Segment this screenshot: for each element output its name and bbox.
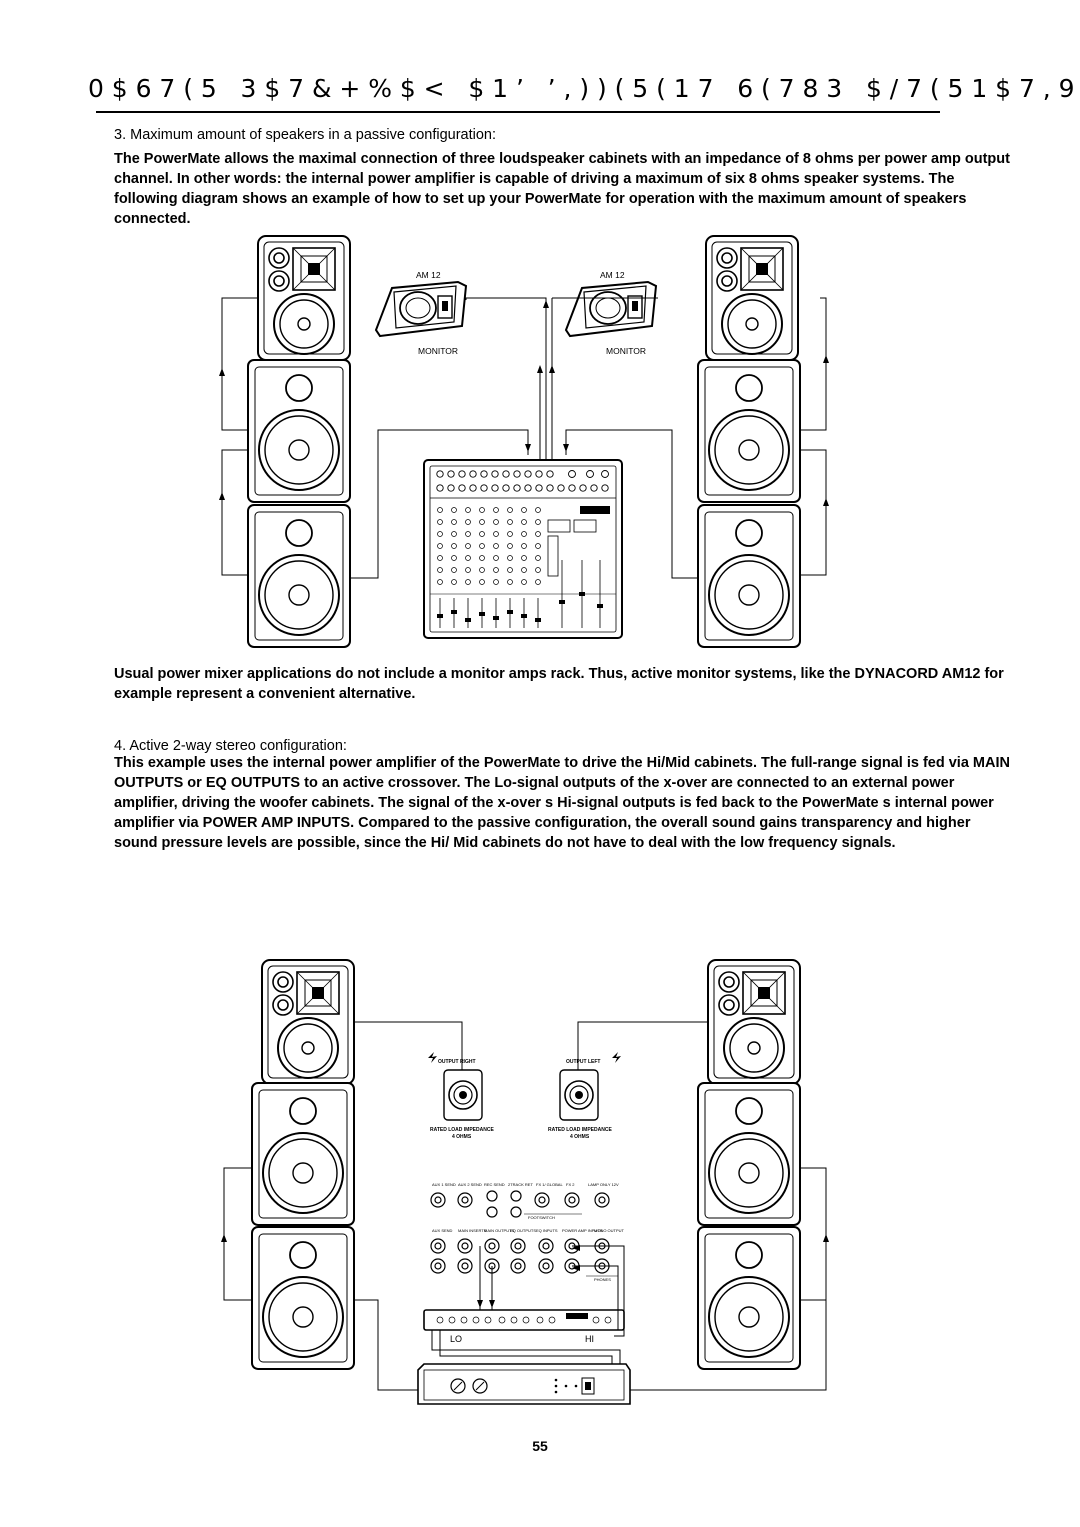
ohms-right: 4 OHMS bbox=[452, 1134, 472, 1140]
label-aux2: AUX 2 SEND bbox=[458, 1182, 482, 1187]
label-power-amp-inputs: POWER AMP INPUTS bbox=[562, 1228, 603, 1233]
speaker-woofer-right-2b bbox=[697, 1226, 801, 1370]
speaker-woofer-left-1 bbox=[247, 359, 351, 503]
monitor-right-label: MONITOR bbox=[606, 346, 646, 356]
speaker-woofer-right-2a bbox=[697, 1082, 801, 1226]
rated-load-left: RATED LOAD IMPEDANCE bbox=[548, 1127, 612, 1133]
label-phones: PHONES bbox=[594, 1277, 611, 1282]
label-aux1: AUX 1 SEND bbox=[432, 1182, 456, 1187]
label-rec-send: REC SEND bbox=[484, 1182, 505, 1187]
label-2track: 2TRACK RET bbox=[508, 1182, 533, 1187]
power-mixer bbox=[423, 459, 623, 639]
speaker-top-left bbox=[257, 235, 351, 361]
crossover-unit: LO HI bbox=[423, 1309, 625, 1344]
speaker-woofer-left-2b bbox=[251, 1226, 355, 1370]
label-main-outputs: MAIN OUTPUTS bbox=[484, 1228, 515, 1233]
lo-label: LO bbox=[450, 1334, 462, 1344]
label-aux-send: AUX SEND bbox=[432, 1228, 453, 1233]
label-footswitch: FOOTSWITCH bbox=[528, 1215, 555, 1220]
hi-label: HI bbox=[585, 1334, 594, 1344]
label-lamp: LAMP ONLY 12V bbox=[588, 1182, 619, 1187]
title-rule bbox=[96, 111, 940, 113]
output-right-label: OUTPUT RIGHT bbox=[438, 1059, 476, 1065]
rear-panel: AUX 1 SEND AUX 2 SEND REC SEND 2TRACK RE… bbox=[430, 1182, 625, 1282]
speaker-woofer-right-2 bbox=[697, 504, 801, 648]
label-fx1: FX 1/ GLOBAL bbox=[536, 1182, 563, 1187]
speaker-woofer-left-2 bbox=[247, 504, 351, 648]
external-amplifier bbox=[417, 1363, 631, 1405]
speaker-top-right bbox=[705, 235, 799, 361]
speaker-woofer-left-2a bbox=[251, 1082, 355, 1226]
section4-body: This example uses the internal power amp… bbox=[114, 755, 1010, 851]
rated-load-right: RATED LOAD IMPEDANCE bbox=[430, 1127, 494, 1133]
speaker-top-left-2 bbox=[261, 959, 355, 1085]
output-left-label: OUTPUT LEFT bbox=[566, 1059, 600, 1065]
section3-body: The PowerMate allows the maximal connect… bbox=[114, 151, 1010, 227]
diagram-active: OUTPUT RIGHT OUTPUT LEFT RATED LOAD IMPE… bbox=[221, 959, 829, 1405]
diagram-passive: AM 12 AM 12 MONITOR MONITOR bbox=[219, 235, 829, 648]
label-main-inserts: MAIN INSERTS bbox=[458, 1228, 487, 1233]
section3-heading: 3. Maximum amount of speakers in a passi… bbox=[114, 127, 497, 143]
speaker-top-right-2 bbox=[707, 959, 801, 1085]
label-eq-outputs: EQ OUTPUTS bbox=[510, 1228, 536, 1233]
usual-note: Usual power mixer applications do not in… bbox=[114, 666, 1004, 702]
monitor-left bbox=[375, 281, 467, 337]
monitor-left-model: AM 12 bbox=[416, 270, 441, 280]
page-number: 55 bbox=[532, 1438, 548, 1454]
label-eq-inputs: EQ INPUTS bbox=[536, 1228, 558, 1233]
monitor-right bbox=[565, 281, 657, 337]
label-mono-output: MONO OUTPUT bbox=[594, 1228, 625, 1233]
page-title: 0$67(5 3$7&+%$< $1’ ’,))(5(17 6(783 $/7(… bbox=[88, 74, 1080, 103]
ohms-left: 4 OHMS bbox=[570, 1134, 590, 1140]
speaker-woofer-right-1 bbox=[697, 359, 801, 503]
monitor-left-label: MONITOR bbox=[418, 346, 458, 356]
label-fx2: FX 2 bbox=[566, 1182, 575, 1187]
monitor-right-model: AM 12 bbox=[600, 270, 625, 280]
output-panel: OUTPUT RIGHT OUTPUT LEFT RATED LOAD IMPE… bbox=[428, 1052, 621, 1140]
section4-heading: 4. Active 2-way stereo configuration: bbox=[114, 738, 347, 754]
